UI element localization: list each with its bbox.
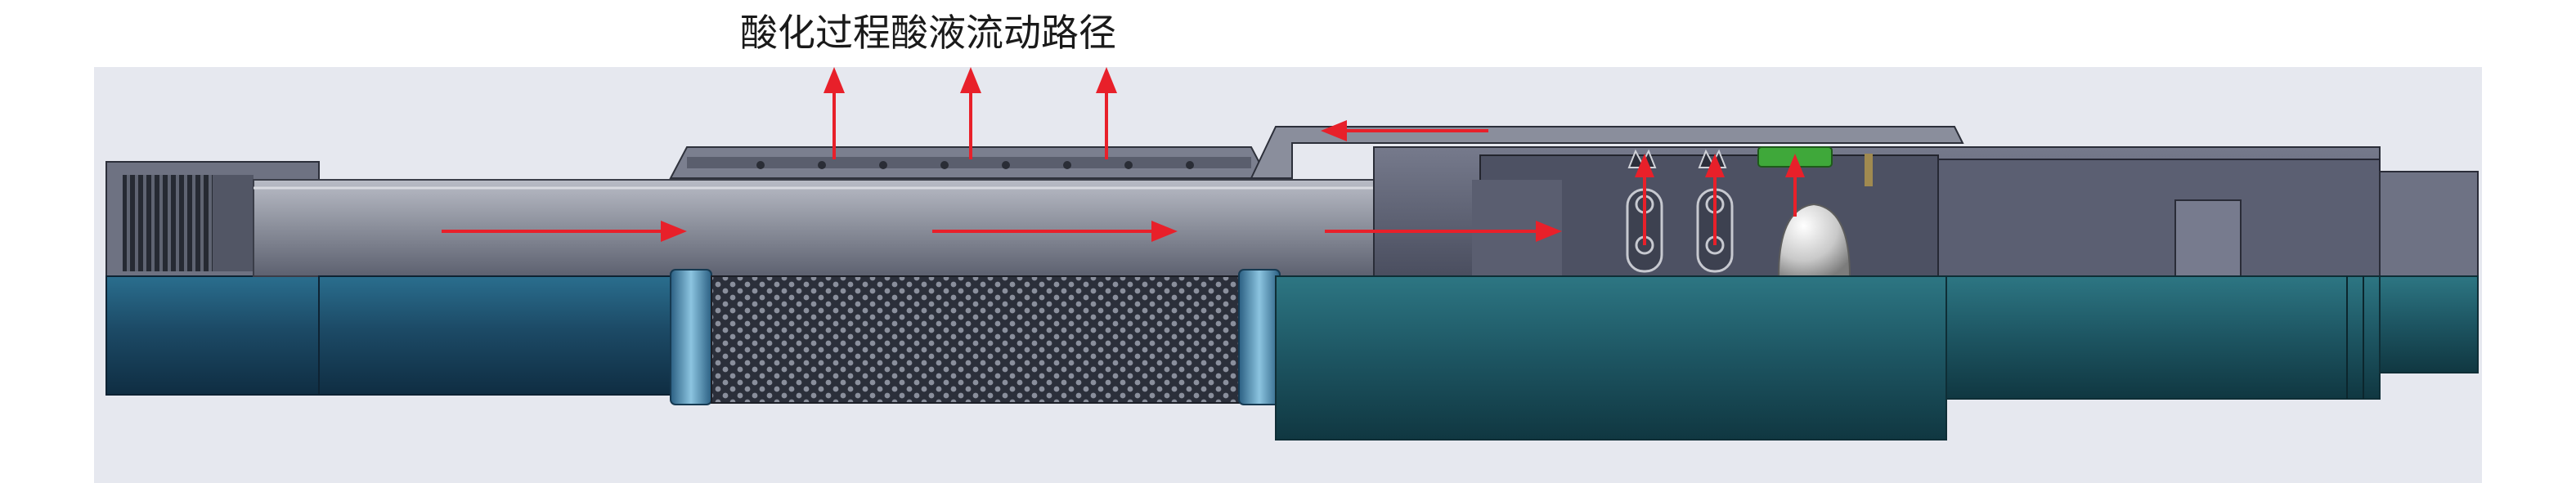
lower-teal-sleeve <box>1275 275 1947 441</box>
flow-arrow-up-icon <box>1785 154 1805 217</box>
flow-arrow-up-icon <box>1635 154 1654 245</box>
upper-mandrel <box>253 179 1473 277</box>
flow-arrow-left-icon <box>1321 120 1488 141</box>
flow-arrow-up-icon <box>1096 67 1117 159</box>
right-housing <box>1250 126 2479 277</box>
lower-blue-sleeve <box>318 275 675 396</box>
valve-pin <box>1865 154 1873 186</box>
flow-arrow-right-icon <box>442 221 687 242</box>
flow-arrow-up-icon <box>960 67 981 159</box>
lower-end-sub <box>2379 275 2479 373</box>
flow-arrow-up-icon <box>1705 154 1725 245</box>
filter-screen <box>670 269 1281 405</box>
flow-arrow-right-icon <box>1325 221 1562 242</box>
flow-arrow-up-icon <box>824 67 845 159</box>
perforated-jacket <box>669 146 1269 179</box>
ball-seat-ball <box>1777 203 1851 277</box>
caption-text: 酸化过程酸液流动路径 <box>740 11 1116 55</box>
diagram-caption: 酸化过程酸液流动路径 <box>0 0 2576 65</box>
flow-arrows <box>442 67 1805 245</box>
flow-arrow-right-icon <box>932 221 1178 242</box>
lower-teal-sleeve-right <box>1945 275 2381 400</box>
